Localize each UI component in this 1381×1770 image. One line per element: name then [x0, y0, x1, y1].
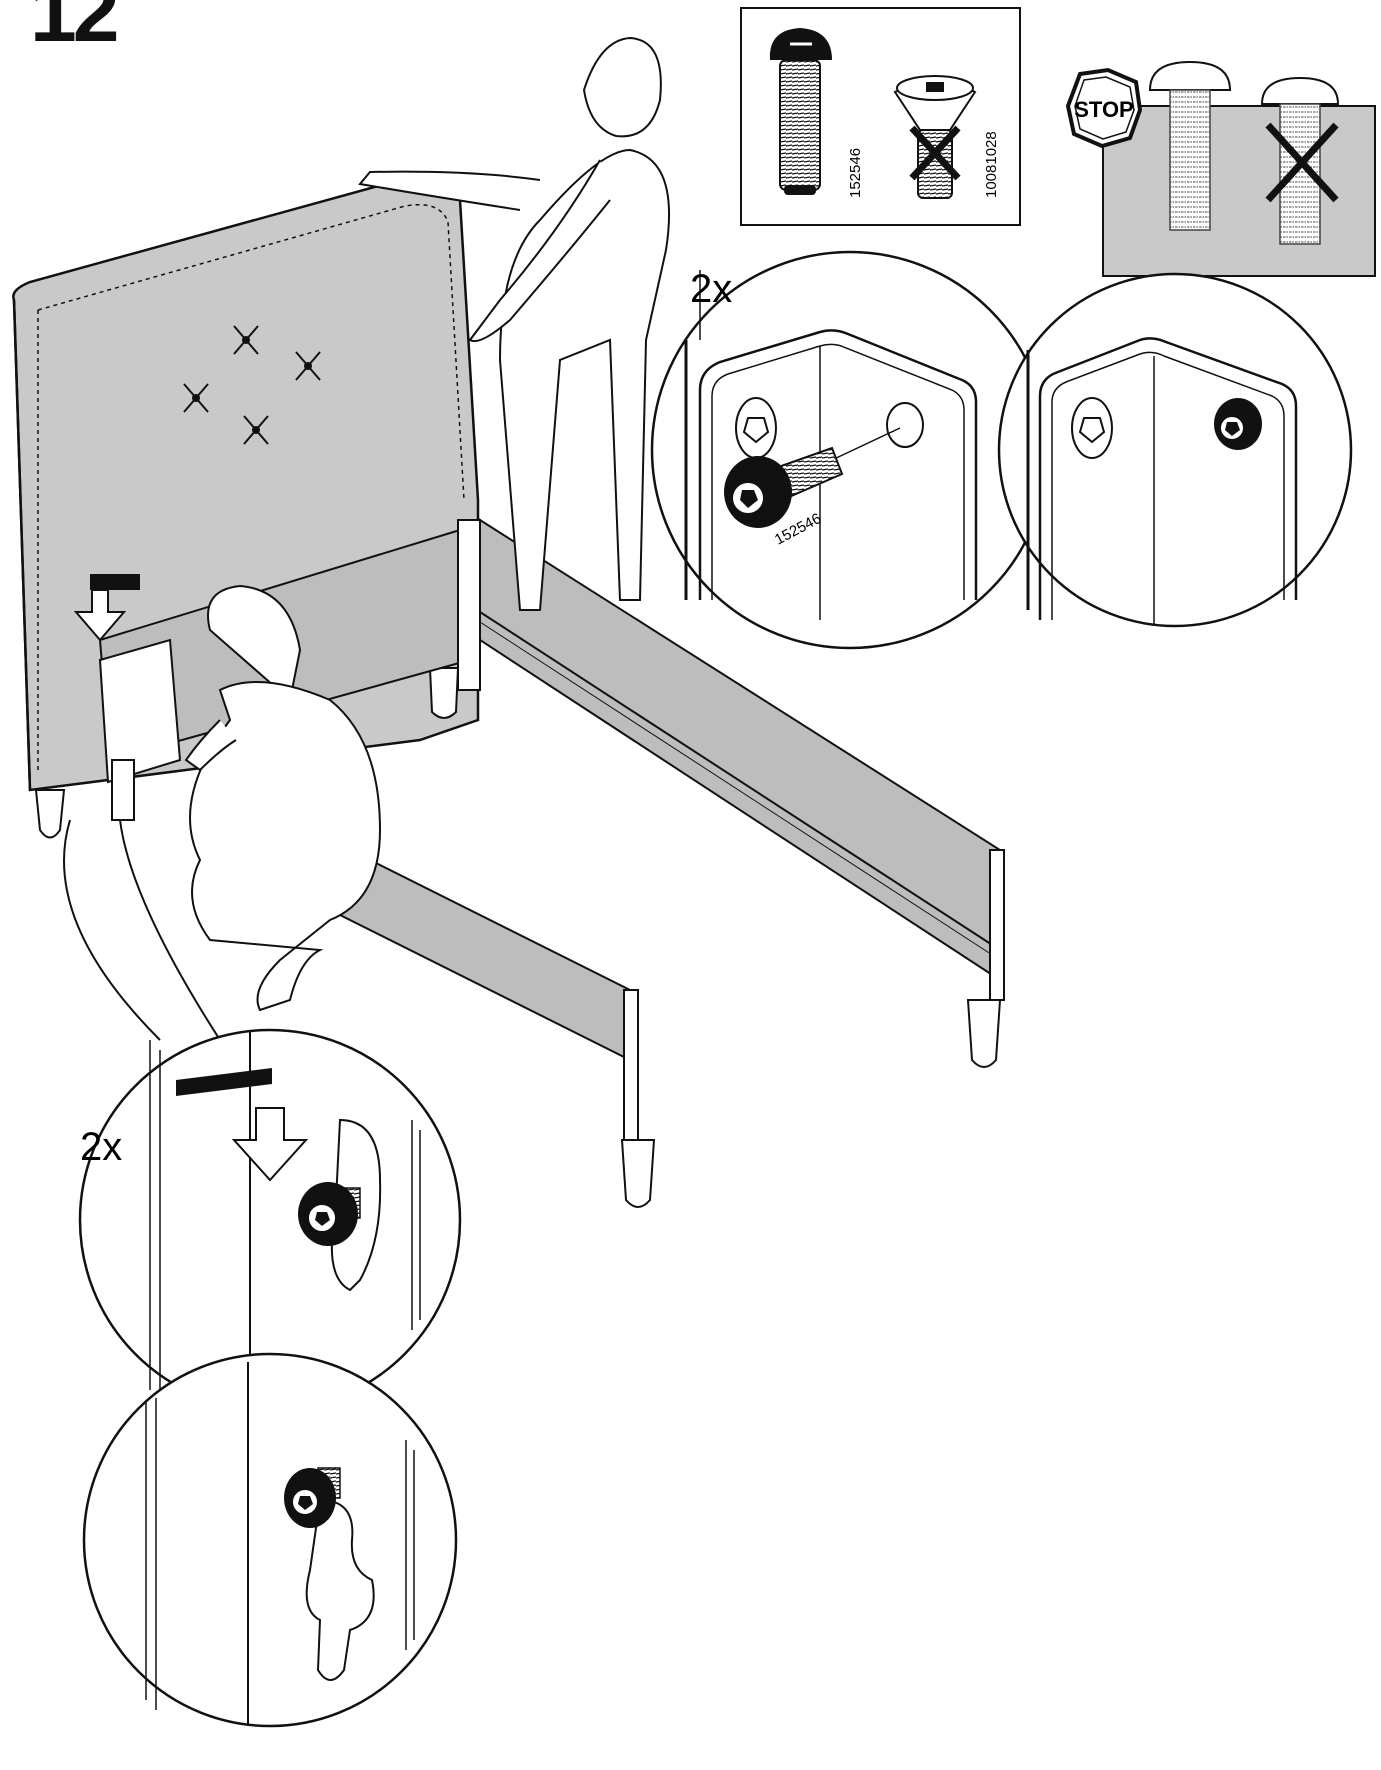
- tufting-buttons: [183, 325, 321, 445]
- screw-152546-detail-icon: [724, 427, 901, 528]
- down-arrow-icon: [73, 574, 140, 642]
- stop-label: STOP: [1074, 97, 1134, 122]
- bed-assembly: [12, 36, 1005, 1208]
- cross-mark-icon: [909, 125, 961, 181]
- parts-box: 152546 10081028: [740, 7, 1021, 226]
- detail-circle-slot-after: [82, 1352, 458, 1728]
- stop-sign-icon: STOP: [1065, 67, 1143, 149]
- part-id-wrong: 10081028: [983, 131, 1000, 198]
- long-screw-wrong-icon: [1260, 76, 1340, 245]
- stop-warning-panel: STOP: [1065, 60, 1376, 277]
- detail-top-quantity: 2x: [690, 267, 732, 311]
- screw-head-inserted-icon: [1214, 398, 1262, 450]
- part-id-correct: 152546: [847, 148, 864, 198]
- screw-152546-icon: [769, 28, 832, 195]
- detail-circle-slot-before: 2x: [63, 819, 462, 1412]
- crouching-person: [184, 584, 382, 1012]
- screw-head-locked-icon: [284, 1467, 341, 1528]
- down-arrow-icon: [176, 1068, 309, 1182]
- detail-circle-inserted: [997, 272, 1353, 628]
- detail-bottom-quantity: 2x: [80, 1125, 122, 1169]
- screw-head-slot-icon: [298, 1182, 361, 1246]
- step-number: 12: [30, 0, 119, 59]
- long-screw-correct-icon: [1148, 60, 1232, 231]
- detail-circle-insert: 152546 2x: [650, 250, 1050, 650]
- standing-person: [358, 36, 670, 611]
